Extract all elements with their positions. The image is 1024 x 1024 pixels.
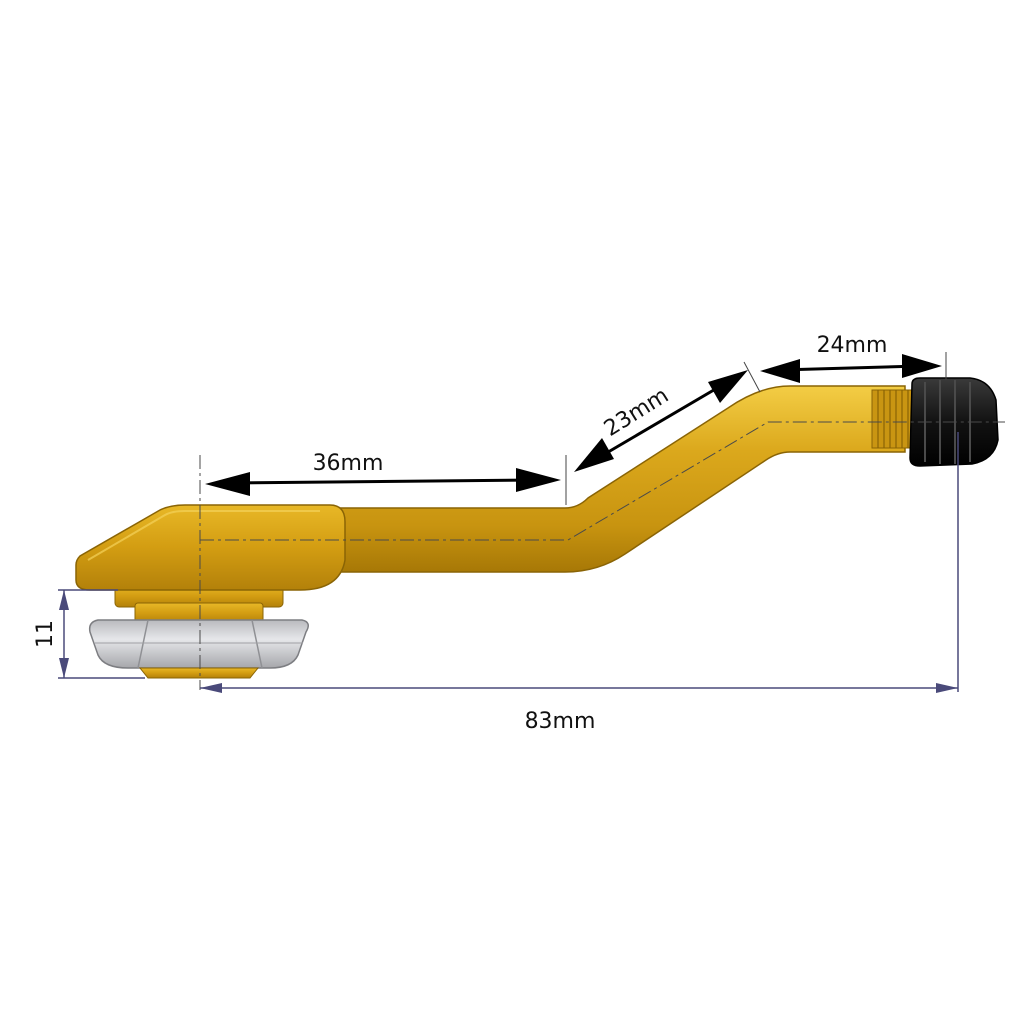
dim-36-arrow-left: [205, 472, 250, 496]
dim-36-line: [227, 478, 539, 485]
dim-83-arrow-right: [936, 683, 958, 693]
dim-83-label: 83mm: [525, 709, 596, 734]
base-flange: [75, 504, 346, 591]
dim-24-arrow-left: [760, 359, 800, 383]
dim-24-arrow-right: [902, 354, 942, 378]
hex-nut-edge-left: [137, 619, 149, 669]
dim-23-label: 23mm: [600, 383, 673, 442]
brass-foot: [138, 667, 260, 679]
dim-36-arrow-right: [516, 468, 561, 492]
dim-83-arrow-left: [200, 683, 222, 693]
hex-nut-edge-right: [251, 619, 263, 669]
dim-23-arrow-lower: [574, 438, 614, 472]
dim-24-label: 24mm: [817, 333, 888, 358]
center-line: [200, 421, 1005, 541]
dim-36-label: 36mm: [313, 451, 384, 476]
dim-23-ext-top: [743, 361, 761, 393]
dim-24-line: [779, 364, 921, 372]
base-flange-top-highlight: [87, 510, 320, 561]
dim-23-arrow-upper: [708, 370, 748, 403]
dim-11-label: 11: [33, 620, 58, 648]
hex-nut: [88, 619, 309, 669]
dim-11-arrow-top: [59, 590, 69, 610]
dim-23-line: [597, 382, 725, 460]
valve-threads: [871, 389, 913, 449]
valve-tube: [299, 385, 906, 573]
dimension-annotations: 36mm 23mm 24mm 83mm 11: [33, 333, 959, 734]
valve-body: [75, 377, 1005, 690]
dim-11-arrow-bottom: [59, 658, 69, 678]
